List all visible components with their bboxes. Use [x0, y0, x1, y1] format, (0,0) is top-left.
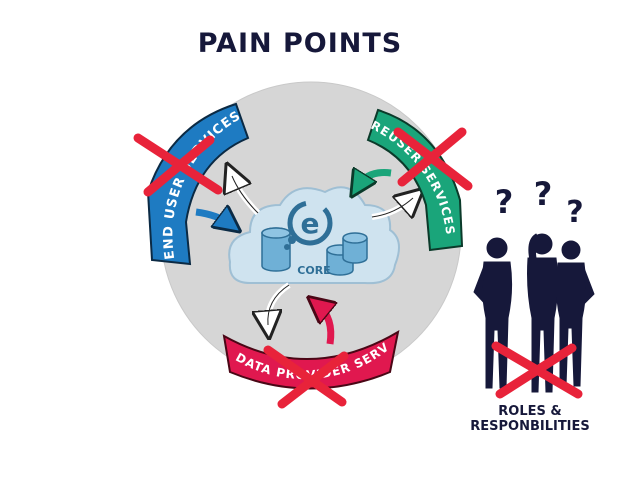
person-icon: [473, 237, 513, 389]
arrow-icon: [318, 305, 331, 345]
cross-mark-icon: [491, 341, 583, 399]
arrow-icon: [267, 284, 290, 326]
core-logo-letter: e: [301, 207, 320, 240]
arrow-icon: [358, 173, 392, 186]
cross-mark-icon: [263, 345, 349, 409]
roles-caption-line: ROLES &: [498, 404, 562, 419]
arrow-icon: [195, 212, 230, 224]
roles-caption-line: RESPONBILITIES: [470, 419, 590, 434]
database-icon: [261, 227, 291, 272]
cross-mark-icon: [133, 133, 223, 197]
person-icon: [555, 240, 595, 387]
page-title: PAIN POINTS: [197, 28, 403, 59]
roles-caption: ROLES & RESPONBILITIES: [470, 404, 590, 434]
database-icon: [342, 232, 368, 264]
core-logo-icon: e: [284, 200, 333, 250]
question-mark-icon: ?: [566, 195, 583, 230]
cross-mark-icon: [393, 127, 473, 191]
arrow-icon: [371, 197, 414, 218]
core-label: CORE: [297, 264, 330, 277]
question-mark-icon: ?: [495, 183, 514, 221]
arrow-icon: [231, 175, 259, 214]
question-mark-icon: ?: [534, 175, 553, 213]
